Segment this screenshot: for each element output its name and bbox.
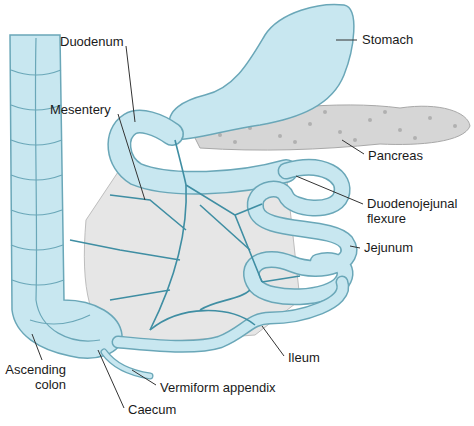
stomach-shape [169,4,354,140]
part-label: Mesentery [50,102,111,117]
colon-shape [10,35,122,358]
part-label: Ascending colon [2,362,66,392]
part-label: Duodenum [60,34,124,49]
colon-haustra [11,38,100,341]
part-label: Caecum [128,402,176,417]
part-label: Stomach [362,32,413,47]
part-label: Jejunum [364,240,413,255]
mesenteric-vessels [70,140,300,330]
part-label: Duodenojejunal flexure [367,196,471,226]
part-label: Pancreas [368,148,423,163]
small-intestine [104,122,349,376]
leader-lines [32,40,364,408]
part-label: Vermiform appendix [160,380,276,395]
part-label: Ileum [288,350,320,365]
